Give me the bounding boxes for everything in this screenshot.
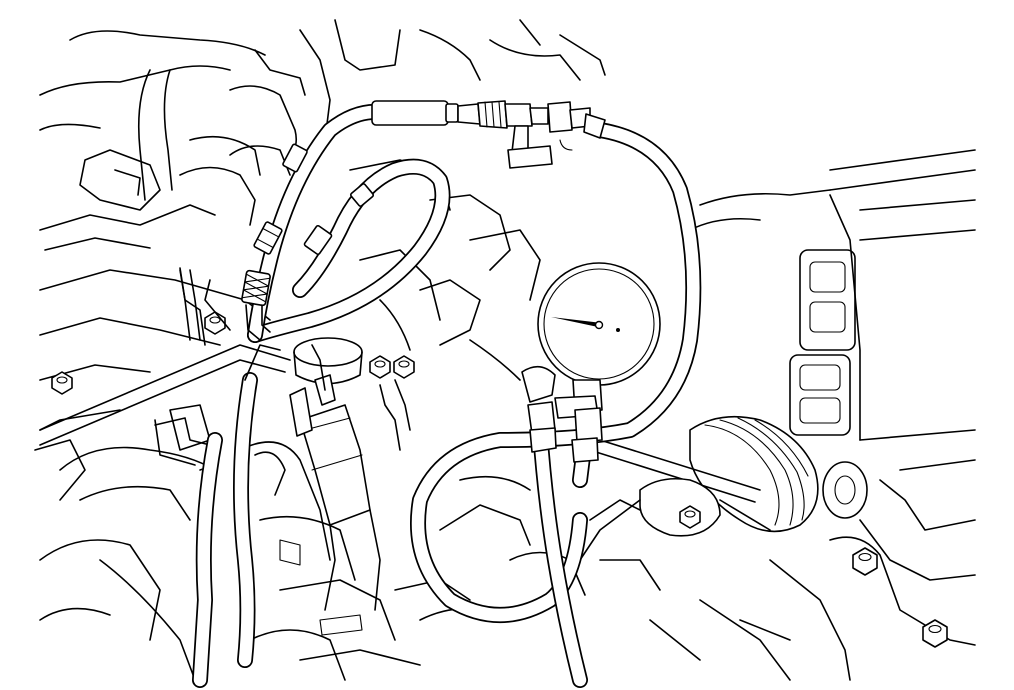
bleed-valve	[521, 365, 556, 403]
bolt-right-3	[922, 619, 948, 648]
harness-connector-lower	[789, 354, 851, 436]
bolt-center-2	[393, 355, 415, 379]
bolt-left-2	[204, 311, 226, 335]
bolt-center-1	[369, 355, 391, 379]
misc-lines	[204, 279, 411, 451]
knurled-nut	[241, 269, 271, 307]
adapter-fittings	[241, 143, 375, 341]
bolt-right-1	[679, 505, 701, 529]
fuel-filter	[279, 374, 381, 636]
hose-sleeve	[371, 100, 449, 126]
gauge-needle	[551, 317, 602, 327]
cv-boot	[689, 415, 868, 533]
gauge-face	[543, 268, 655, 380]
fuel-pressure-gauge	[521, 262, 661, 463]
bolt-left-1	[51, 371, 73, 395]
quick-connector	[371, 100, 606, 169]
harness-connector-upper	[799, 249, 856, 351]
fuel-line-left	[179, 269, 258, 688]
bolt-right-2	[852, 547, 878, 576]
engine-background	[34, 19, 976, 681]
